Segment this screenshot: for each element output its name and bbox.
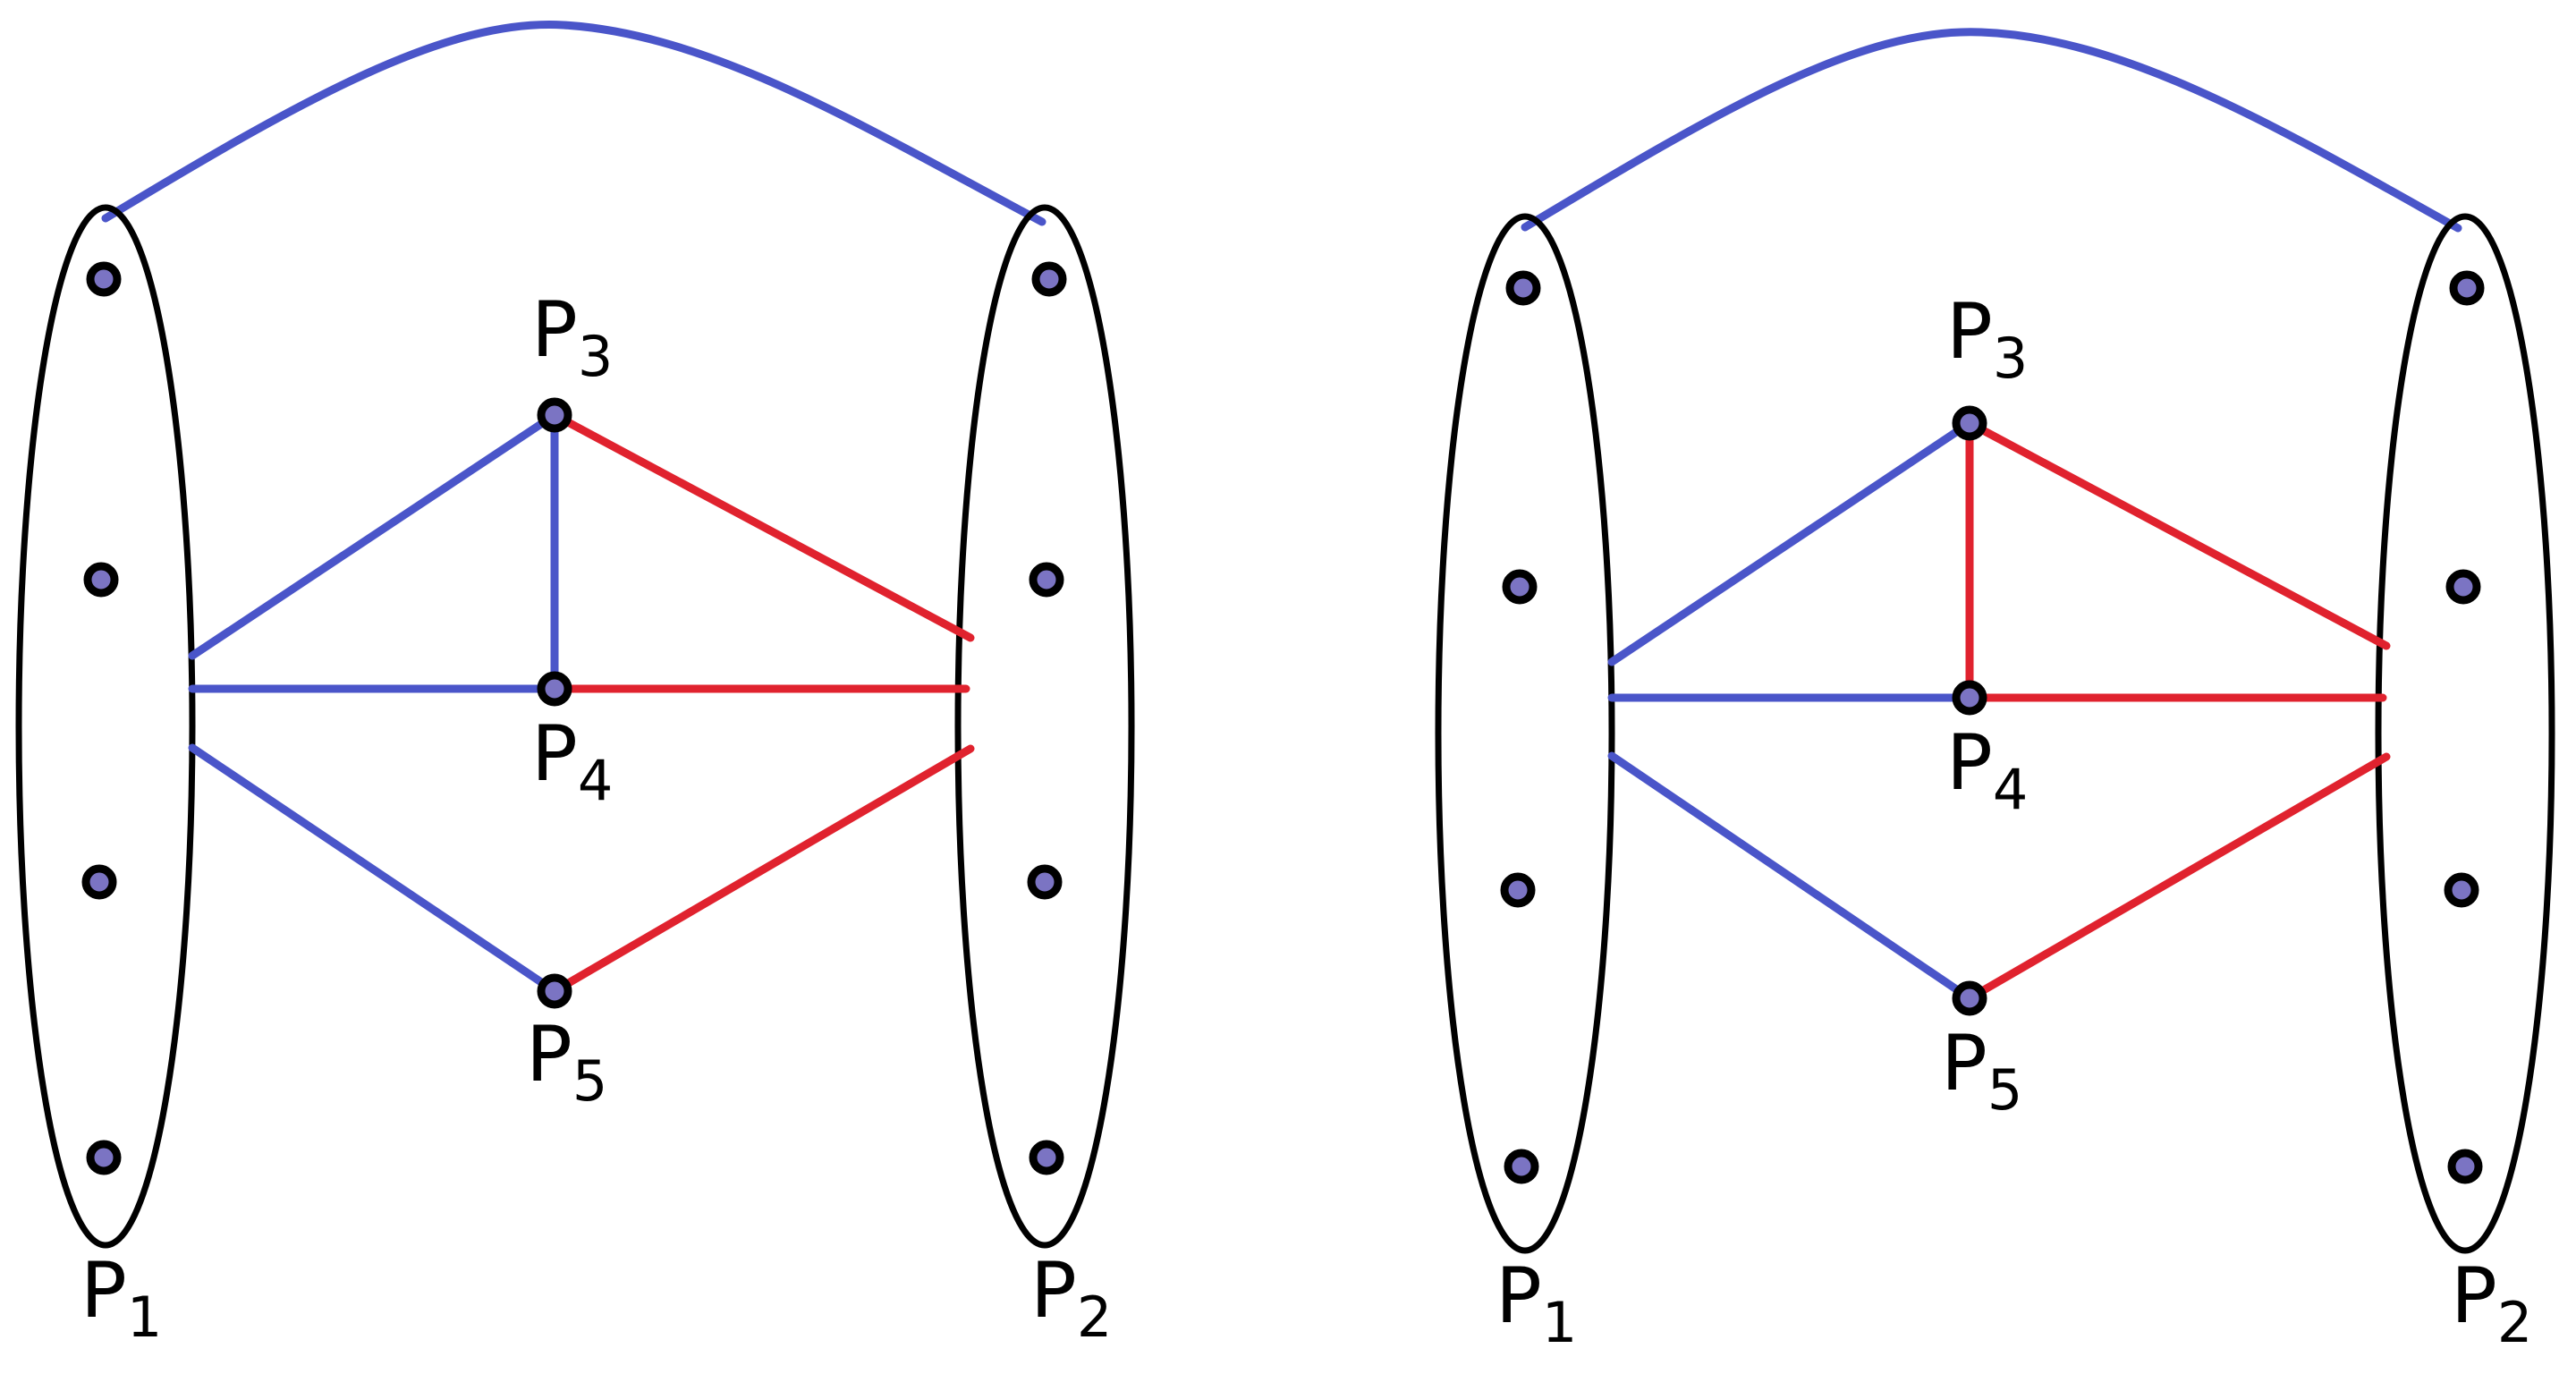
edge-top-arc bbox=[1521, 28, 2462, 233]
vertex bbox=[1505, 270, 1541, 306]
vertex bbox=[2447, 1149, 2483, 1184]
panel-left: P3 P4 P5 P1 P2 bbox=[15, 21, 1135, 1350]
vertex bbox=[83, 562, 119, 598]
label-p2: P2 bbox=[1030, 1246, 1112, 1350]
label-p3: P3 bbox=[1946, 287, 2028, 391]
edge-p3-p2 bbox=[550, 411, 975, 642]
vertex bbox=[2445, 569, 2481, 605]
label-p3: P3 bbox=[531, 285, 613, 389]
vertex bbox=[1504, 1149, 1539, 1184]
vertex bbox=[1031, 261, 1067, 297]
p2-vertices bbox=[1027, 261, 1067, 1175]
edge-p5-p2 bbox=[550, 744, 975, 996]
vertex-p4 bbox=[537, 671, 572, 707]
vertex-p4 bbox=[1952, 680, 1987, 716]
vertex bbox=[1029, 562, 1064, 598]
edge-p3-p2 bbox=[1965, 419, 2391, 650]
vertex bbox=[2449, 270, 2485, 306]
label-p1: P1 bbox=[1496, 1251, 1577, 1355]
vertex bbox=[81, 864, 117, 900]
p1-vertices bbox=[81, 261, 122, 1175]
p2-ellipse bbox=[954, 204, 1135, 1249]
label-p4: P4 bbox=[1946, 718, 2028, 822]
vertex-p5 bbox=[1952, 980, 1987, 1016]
p1-ellipse bbox=[15, 204, 196, 1249]
panel-right: P3 P4 P5 P1 P2 bbox=[1435, 28, 2555, 1355]
label-p2: P2 bbox=[2451, 1251, 2532, 1355]
edge-p1-p3 bbox=[188, 411, 559, 660]
vertex bbox=[86, 261, 122, 297]
label-p1: P1 bbox=[80, 1246, 162, 1350]
vertex bbox=[86, 1140, 122, 1175]
label-p5: P5 bbox=[1941, 1019, 2022, 1123]
edge-p5-p2 bbox=[1965, 752, 2391, 1003]
p1-ellipse bbox=[1435, 213, 1615, 1254]
p2-ellipse bbox=[2375, 213, 2555, 1254]
edge-p1-p5 bbox=[188, 743, 559, 996]
edge-p1-p5 bbox=[1607, 751, 1974, 1003]
vertex-p3 bbox=[537, 397, 572, 433]
vertex bbox=[1029, 1140, 1064, 1175]
vertex-p3 bbox=[1952, 405, 1987, 441]
vertex bbox=[1500, 872, 1536, 908]
label-p5: P5 bbox=[526, 1010, 607, 1114]
p1-vertices bbox=[1500, 270, 1541, 1184]
edge-top-arc bbox=[101, 21, 1046, 226]
vertex bbox=[2444, 872, 2479, 908]
vertex-p5 bbox=[537, 973, 572, 1009]
label-p4: P4 bbox=[531, 709, 613, 813]
edge-p1-p3 bbox=[1607, 419, 1974, 666]
p2-vertices bbox=[2444, 270, 2485, 1184]
vertex bbox=[1502, 569, 1538, 605]
vertex bbox=[1027, 864, 1063, 900]
